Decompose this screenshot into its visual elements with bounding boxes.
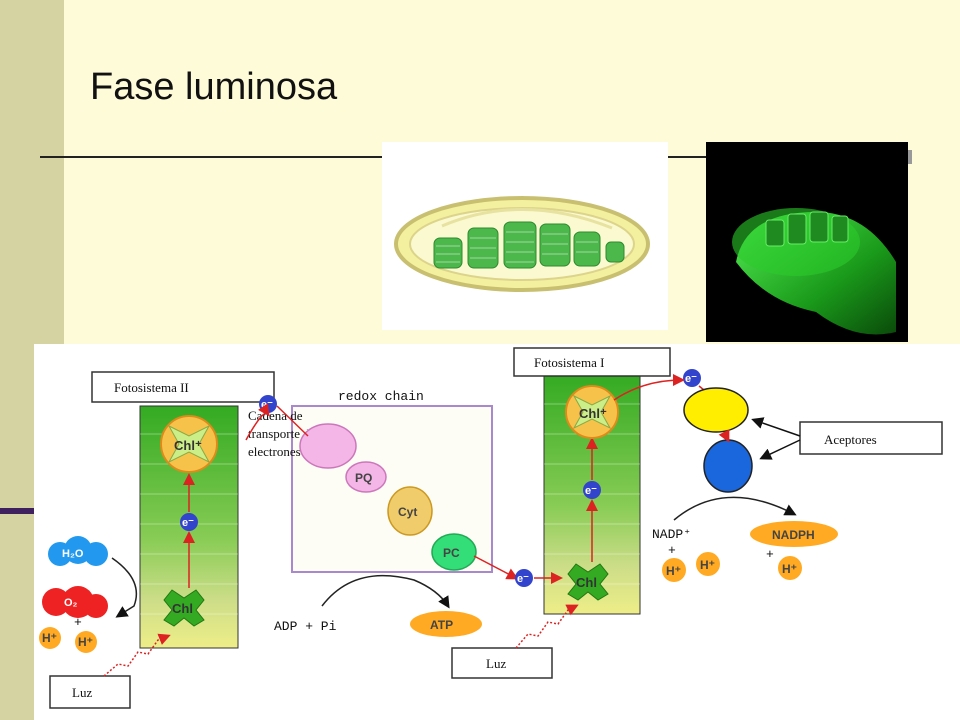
svg-text:H₂O: H₂O	[62, 548, 84, 560]
svg-text:PC: PC	[443, 546, 460, 560]
nadph-pill: NADPH	[750, 521, 838, 547]
chl-plus-psi: Chl⁺	[565, 385, 619, 439]
electron-psi-input: e⁻	[515, 569, 533, 587]
transport-chain-line2: transporte de	[248, 426, 316, 441]
arrow-psi-to-electron	[613, 374, 685, 401]
luz-label-psii: Luz	[72, 685, 92, 700]
photosystem-i-box	[513, 347, 671, 377]
pc-carrier: PC	[431, 533, 477, 571]
acceptor-yellow	[683, 387, 749, 433]
svg-text:H⁺: H⁺	[78, 635, 93, 649]
plus-sign-nadp: +	[668, 543, 676, 558]
svg-text:Chl⁺: Chl⁺	[579, 406, 607, 421]
electron-psii-mid: e⁻	[180, 513, 198, 531]
svg-text:e⁻: e⁻	[585, 485, 597, 497]
arrow-aceptores-yellow	[751, 417, 801, 437]
plus-sign-water: +	[74, 615, 82, 630]
chloroplast-illustration	[382, 142, 668, 330]
svg-text:H⁺: H⁺	[42, 631, 57, 645]
svg-text:e⁻: e⁻	[517, 573, 529, 585]
atp-pill: ATP	[410, 611, 482, 637]
svg-text:H⁺: H⁺	[666, 564, 681, 578]
h2o-molecule: H₂O	[48, 536, 108, 566]
h-plus-water-2: H⁺	[75, 631, 97, 653]
carrier-pink	[299, 423, 357, 469]
svg-text:H⁺: H⁺	[700, 558, 715, 572]
photosystem-i-label: Fotosistema I	[534, 355, 604, 370]
luz-label-psi: Luz	[486, 656, 506, 671]
aceptores-label: Aceptores	[824, 432, 877, 447]
transport-chain-line3: electrones	[248, 444, 301, 459]
arrow-pc-to-electron	[473, 555, 519, 580]
svg-text:H⁺: H⁺	[782, 562, 797, 576]
svg-text:e⁻: e⁻	[182, 517, 194, 529]
photosystem-ii-box	[91, 371, 275, 403]
plus-sign-nadph: +	[766, 547, 774, 562]
svg-text:e⁻: e⁻	[685, 373, 697, 385]
sidebar-accent-line	[0, 508, 64, 514]
light-phase-diagram: Fotosistema II Fotosistema I redox chain…	[34, 344, 960, 720]
svg-text:Chl: Chl	[172, 601, 193, 616]
svg-text:Chl⁺: Chl⁺	[174, 438, 202, 453]
light-arrow-psi	[515, 604, 579, 649]
h-plus-nadph: H⁺	[778, 556, 802, 580]
nadp-plus-label: NADP⁺	[652, 527, 691, 542]
h-plus-nadp-2: H⁺	[696, 552, 720, 576]
redox-chain-label: redox chain	[338, 389, 424, 404]
svg-text:PQ: PQ	[355, 471, 372, 485]
svg-text:Chl: Chl	[576, 575, 597, 590]
arrow-water-split	[111, 557, 138, 618]
svg-text:e⁻: e⁻	[261, 399, 273, 411]
chl-plus-psii: Chl⁺	[160, 415, 218, 473]
chl-psi-bottom: Chl	[567, 563, 609, 601]
pq-carrier: PQ	[345, 461, 387, 493]
photosystem-ii-label: Fotosistema II	[114, 380, 189, 395]
svg-text:NADPH: NADPH	[772, 528, 815, 542]
adp-pi-label: ADP + Pi	[274, 619, 337, 634]
luz-box-psi	[451, 647, 553, 679]
arrow-aceptores-blue	[759, 439, 801, 460]
electron-psi-mid: e⁻	[583, 481, 601, 499]
electron-psii-top: e⁻	[259, 395, 277, 413]
slide-title: Fase luminosa	[90, 66, 338, 108]
arrow-acceptor-chain	[718, 429, 730, 443]
arrow-chl-to-electron	[245, 403, 270, 441]
chloroplast-3d-render	[706, 142, 908, 342]
chl-psii-bottom: Chl	[163, 589, 205, 627]
arrow-nadp-reduction	[673, 496, 797, 521]
arrow-electron-to-chain	[276, 405, 309, 437]
aceptores-box	[799, 421, 943, 455]
h-plus-water-1: H⁺	[39, 627, 61, 649]
luz-box-psii	[49, 675, 131, 709]
svg-text:O₂: O₂	[64, 597, 78, 609]
transport-chain-line1: Cadena de	[248, 408, 303, 423]
electron-psi-output: e⁻	[683, 369, 701, 387]
svg-text:Cyt: Cyt	[398, 505, 417, 519]
arrow-atp-synthesis	[321, 574, 450, 609]
cyt-carrier: Cyt	[387, 486, 433, 536]
svg-text:ATP: ATP	[430, 618, 453, 632]
h-plus-nadp-1: H⁺	[662, 558, 686, 582]
acceptor-blue	[703, 439, 753, 493]
o2-molecule: O₂	[42, 586, 108, 618]
light-arrow-psii	[103, 633, 171, 677]
